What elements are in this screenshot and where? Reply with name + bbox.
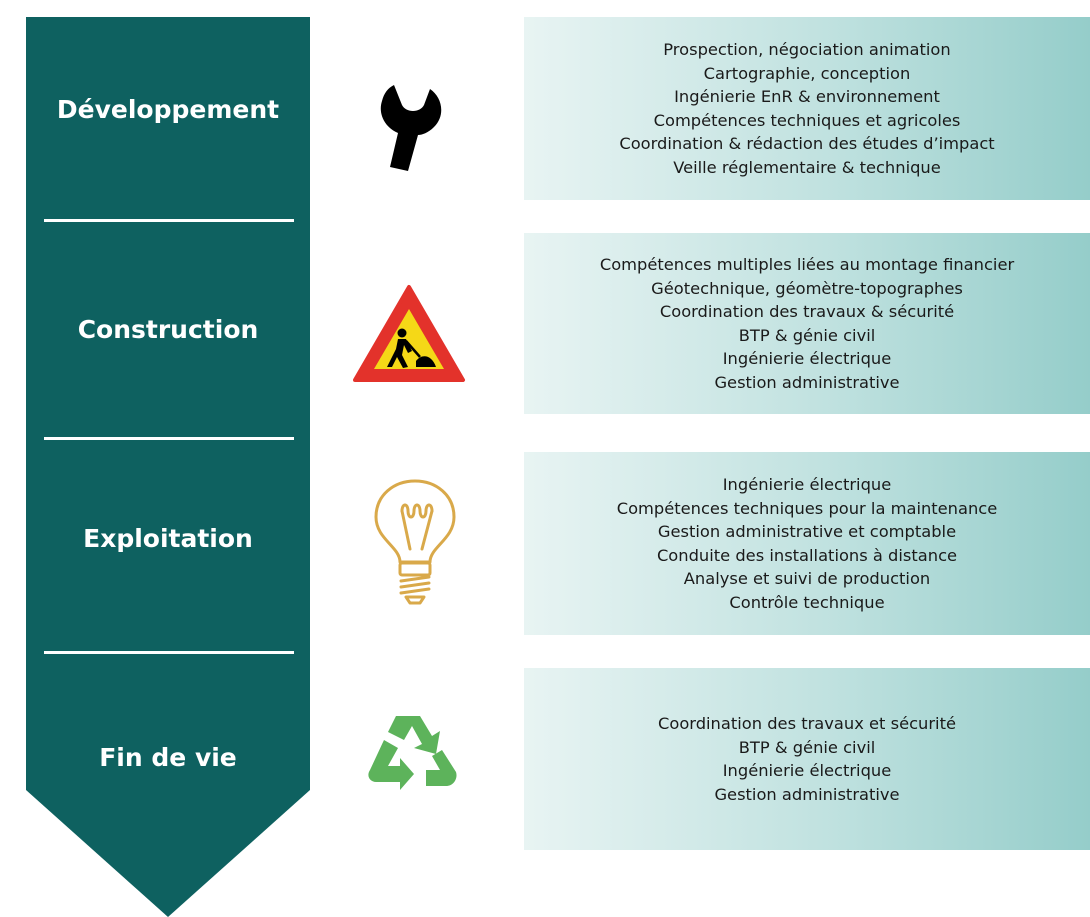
skill-item: Cartographie, conception [703,63,911,83]
wrench-icon [372,75,452,175]
skill-item: Ingénierie EnR & environnement [674,87,940,106]
skill-item: Gestion administrative [714,372,900,392]
skill-item: Gestion administrative [714,784,900,804]
stage-skills-box-developpement: Prospection, négociation animation Carto… [524,17,1090,200]
stage-skills-box-construction: Compétences multiples liées au montage f… [524,233,1090,414]
stage-divider [44,437,294,440]
skill-item: Compétences techniques pour la maintenan… [616,498,998,518]
stage-divider [44,651,294,654]
skill-item: Coordination des travaux & sécurité [659,302,955,321]
skill-item: Conduite des installations à distance [656,545,958,565]
skill-item: Ingénierie électrique [722,475,892,494]
stage-divider [44,219,294,222]
skill-item: Compétences multiples liées au montage f… [599,255,1015,274]
skill-item: Compétences techniques et agricoles [653,110,961,130]
skill-item: BTP & génie civil [738,737,876,757]
stage-title-exploitation: Exploitation [83,524,253,553]
roadwork-sign-icon [352,283,466,385]
skill-item: Contrôle technique [729,592,885,612]
skill-item: Gestion administrative et comptable [657,522,957,541]
skill-item: BTP & génie civil [738,325,876,345]
skill-item: Veille réglementaire & technique [673,157,941,177]
skill-item: Coordination & rédaction des études d’im… [619,134,995,153]
skill-item: Analyse et suivi de production [683,569,931,588]
stage-skills-box-exploitation: Ingénierie électrique Compétences techni… [524,452,1090,635]
skill-item: Ingénierie électrique [722,761,892,780]
stage-title-fin-de-vie: Fin de vie [99,743,237,772]
light-bulb-icon [372,477,458,612]
recycle-icon [362,710,460,800]
stage-title-developpement: Développement [56,95,280,124]
stage-skills-box-fin-de-vie: Coordination des travaux et sécurité BTP… [524,668,1090,850]
skill-item: Prospection, négociation animation [663,40,951,59]
skill-item: Ingénierie électrique [722,349,892,368]
skill-item: Coordination des travaux et sécurité [658,714,956,733]
stage-title-construction: Construction [77,315,259,344]
skill-item: Géotechnique, géomètre-topographes [651,278,963,298]
arrow-shape [26,17,310,917]
